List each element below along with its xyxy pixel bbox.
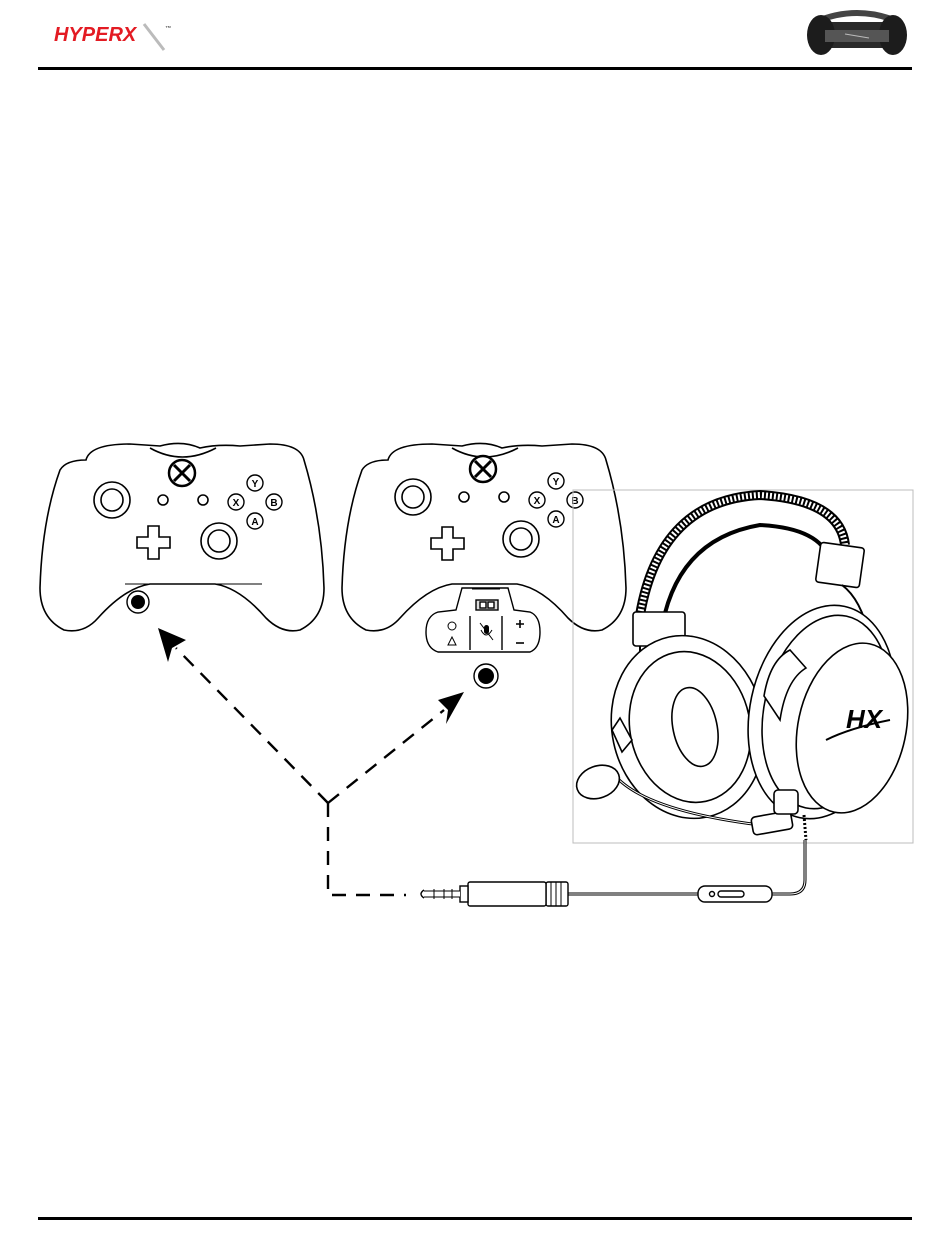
face-button-x: X xyxy=(534,496,541,507)
xbox-logo-icon xyxy=(169,460,195,486)
footer-rule xyxy=(38,1217,912,1220)
face-button-x: X xyxy=(233,498,240,509)
face-button-b: B xyxy=(571,496,578,507)
face-button-a: A xyxy=(552,515,559,526)
audio-jack-adapter xyxy=(474,664,498,688)
face-button-y: Y xyxy=(252,479,259,490)
face-button-a: A xyxy=(251,517,258,528)
face-button-y: Y xyxy=(553,477,560,488)
connection-arrows xyxy=(176,648,444,895)
face-button-b: B xyxy=(270,498,277,509)
xbox-logo-icon xyxy=(470,456,496,482)
inline-control-and-plug xyxy=(421,882,772,906)
audio-jack-controller xyxy=(127,591,149,613)
